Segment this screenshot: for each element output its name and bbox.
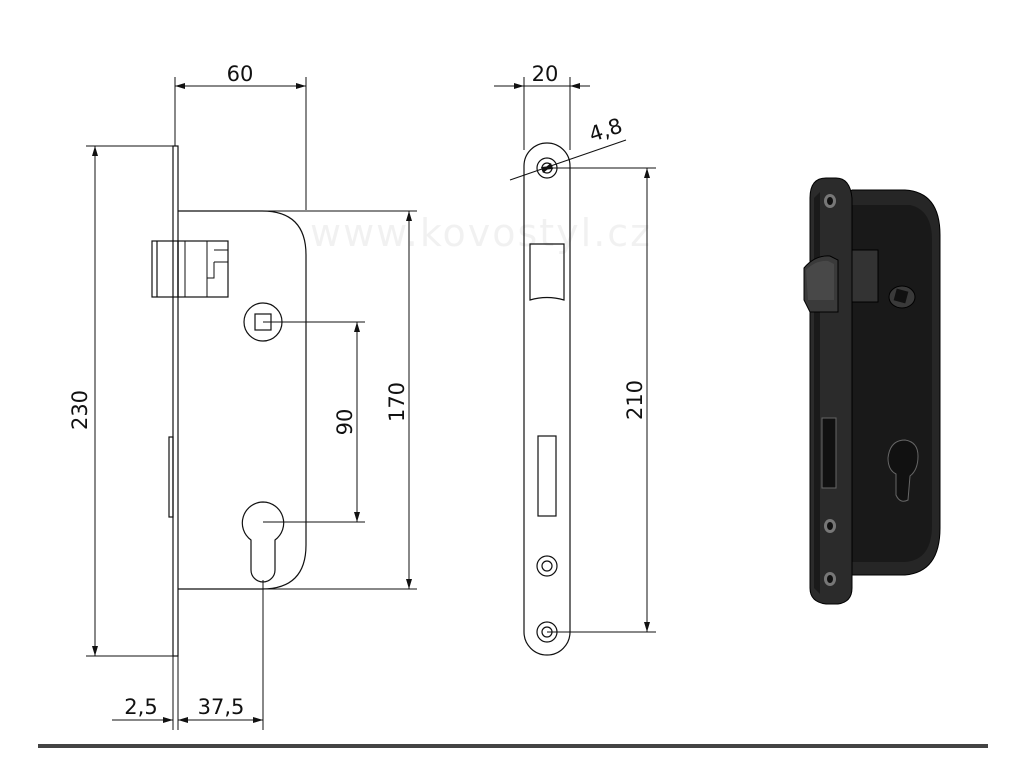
deadbolt-opening	[537, 435, 557, 517]
dim-170-label: 170	[385, 382, 409, 422]
dim-230: 230	[68, 145, 178, 657]
deadbolt-3d	[821, 417, 837, 489]
deadbolt-edge	[168, 436, 174, 518]
dim-20: 20	[494, 62, 590, 150]
dim-20-label: 20	[532, 62, 559, 86]
screw-holes-3d	[824, 194, 836, 586]
keyhole-3d	[887, 439, 919, 502]
latch-opening	[529, 243, 565, 301]
faceplate-view: 20 4,8 210	[494, 62, 656, 656]
watermark: www.kovostyl.cz	[310, 211, 652, 255]
screw-hole-middle	[536, 555, 558, 577]
dim-60-label: 60	[227, 62, 254, 86]
faceplate-outline	[523, 142, 571, 656]
cylinder-keyhole	[241, 501, 285, 583]
lock-3d-render	[803, 177, 941, 605]
dim-90: 90	[263, 321, 365, 523]
dim-2-5-label: 2,5	[124, 695, 157, 719]
dim-230-label: 230	[68, 390, 92, 430]
front-faceplate	[172, 145, 179, 657]
bottom-rule	[38, 744, 988, 748]
dim-60: 60	[174, 62, 307, 210]
dim-37-5-label: 37,5	[198, 695, 245, 719]
front-view: 60 230 90 170 2,5 37,5	[68, 62, 417, 730]
dim-210: 210	[547, 167, 656, 633]
dim-90-label: 90	[333, 409, 357, 436]
dim-bottom: 2,5 37,5	[112, 580, 264, 730]
follower-3d	[888, 285, 916, 309]
dim-210-label: 210	[623, 380, 647, 420]
dim-4-8: 4,8	[509, 114, 627, 181]
lock-case-outline	[178, 210, 307, 590]
latch-bolt	[151, 240, 229, 298]
dim-170: 170	[262, 210, 417, 590]
